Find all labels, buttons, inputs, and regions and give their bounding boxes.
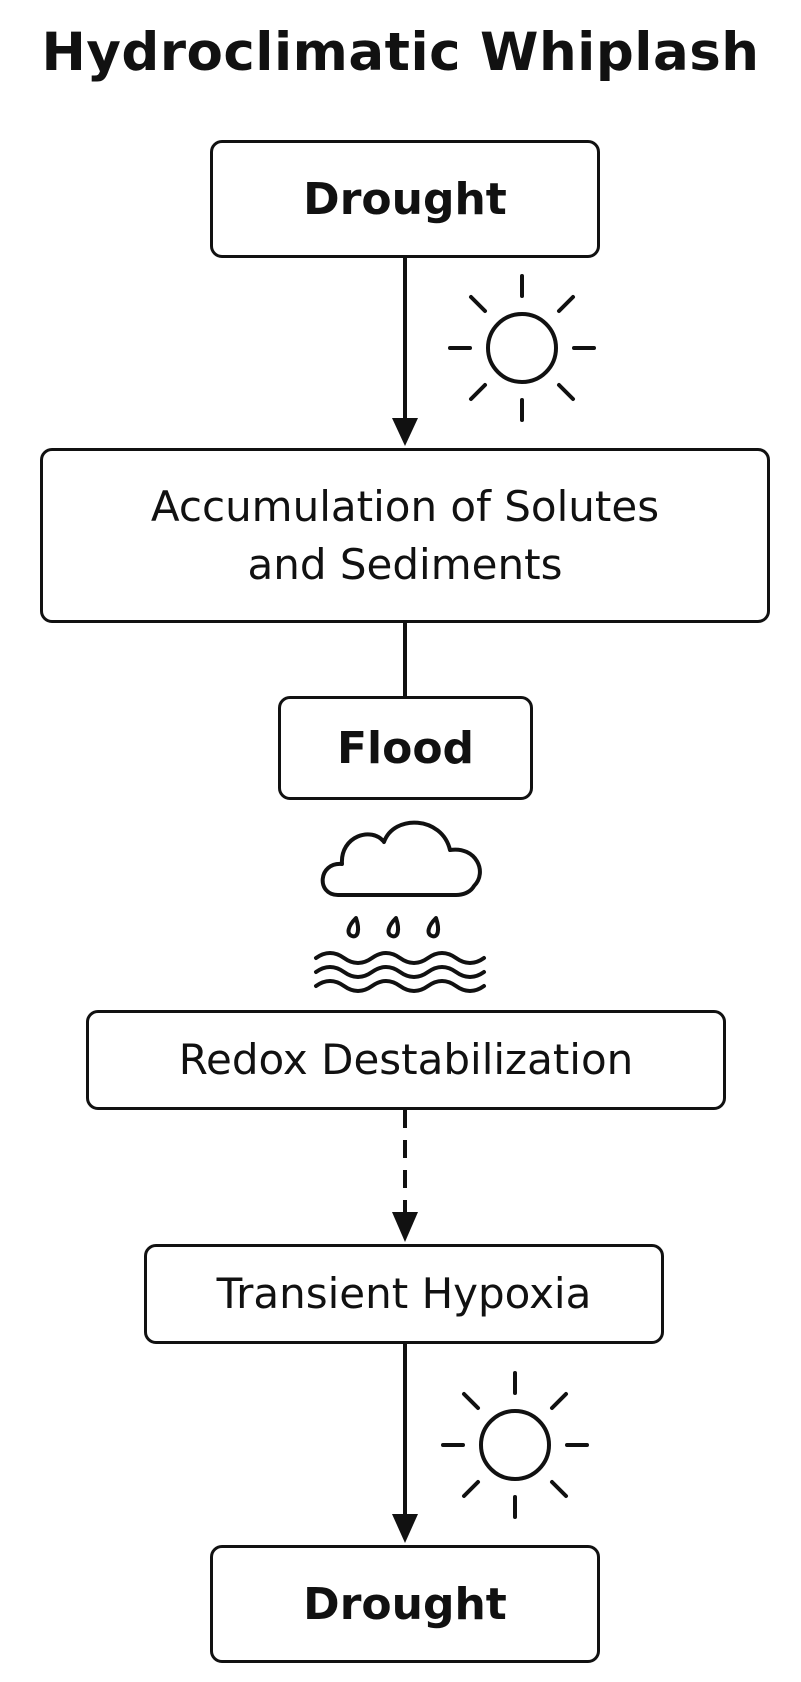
node-accumulation: Accumulation of Solutes and Sediments [40,448,770,623]
node-flood-label: Flood [336,722,475,774]
rain-cloud-icon [320,820,482,939]
node-accumulation-line-1: Accumulation of Solutes [150,481,660,531]
node-redox: Redox Destabilization [86,1010,726,1110]
rain-drops [346,916,441,939]
arrow-drought-to-accumulation [392,258,418,446]
node-hypoxia-label: Transient Hypoxia [216,1269,592,1318]
diagram-title: Hydroclimatic Whiplash [41,22,760,83]
node-hypoxia: Transient Hypoxia [144,1244,664,1344]
node-drought-start-label: Drought [303,173,507,225]
node-accumulation-line-2: and Sediments [247,539,563,589]
sun-icon [448,274,596,422]
node-accumulation-label: Accumulation of Solutes and Sediments [151,478,659,594]
water-waves-icon [314,951,486,993]
node-drought-start: Drought [210,140,600,258]
node-drought-end: Drought [210,1545,600,1663]
node-flood: Flood [278,696,533,800]
arrow-hypoxia-to-drought [392,1344,418,1543]
sun-icon [441,1371,589,1519]
arrow-redox-to-hypoxia [392,1110,418,1242]
node-drought-end-label: Drought [303,1578,507,1630]
node-redox-label: Redox Destabilization [178,1035,634,1084]
